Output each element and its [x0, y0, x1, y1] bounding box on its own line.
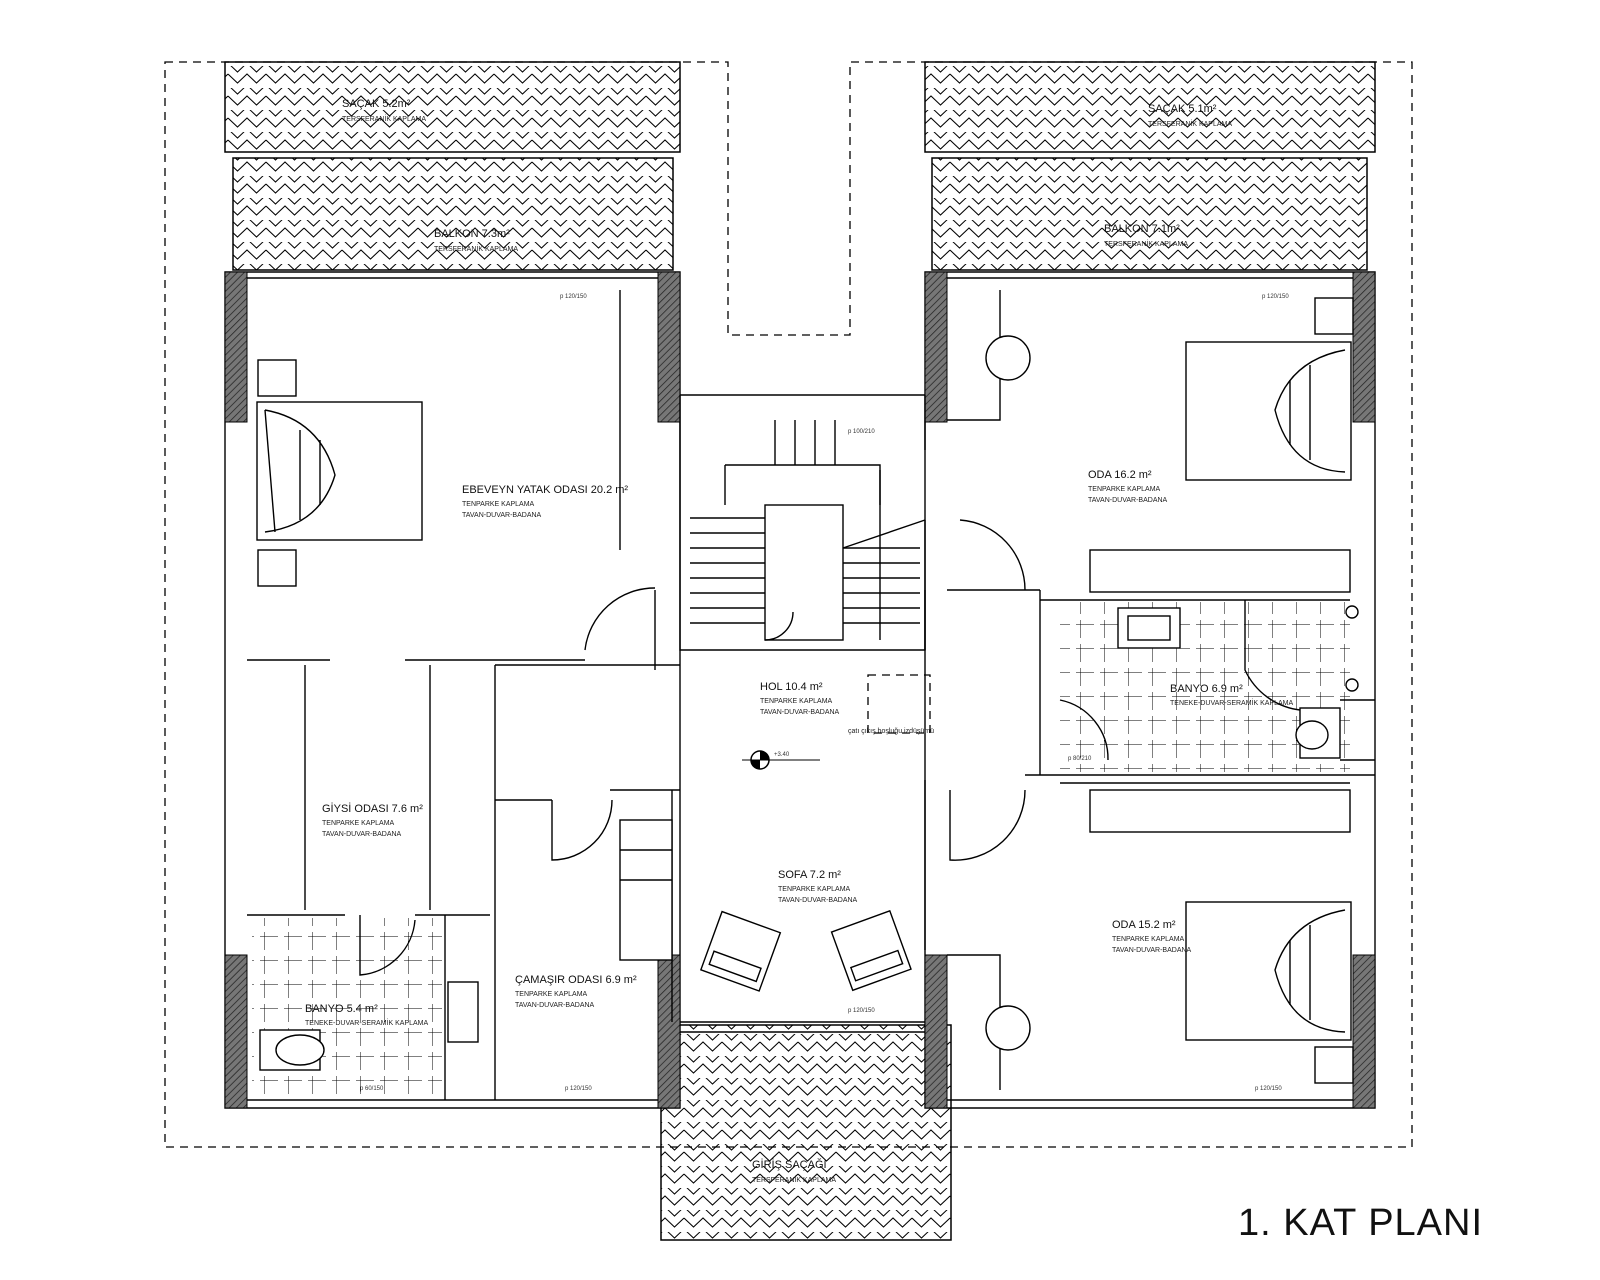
oda-bottom-name: ODA 15.2 m² [1112, 919, 1176, 931]
hol-finish: TENPARKE KAPLAMA [760, 698, 833, 705]
ebeveyn-finish: TENPARKE KAPLAMA [462, 501, 535, 508]
hatched-areas [224, 61, 1376, 1241]
oda-bottom-finish: TENPARKE KAPLAMA [1112, 936, 1185, 943]
oda-top-finish: TENPARKE KAPLAMA [1088, 486, 1161, 493]
roof-hatch-projection [867, 674, 931, 734]
sacak-right-name: SAÇAK 5.1m² [1148, 103, 1217, 115]
hol-name: HOL 10.4 m² [760, 681, 823, 693]
door-code: p 80/210 [1068, 756, 1092, 762]
sofa-name: SOFA 7.2 m² [778, 869, 841, 881]
door-codes: p 120/150 p 120/150 p 100/210 p 120/150 … [360, 294, 1289, 1092]
furniture [257, 297, 1354, 1084]
sacak-right-finish: TERSFERANİK KAPLAMA [1148, 119, 1232, 128]
sofa-wall: TAVAN-DUVAR-BADANA [778, 897, 858, 904]
oda-bottom-wall: TAVAN-DUVAR-BADANA [1112, 947, 1192, 954]
camasir-wall: TAVAN-DUVAR-BADANA [515, 1002, 595, 1009]
balkon-left-name: BALKON 7.3m² [434, 228, 510, 240]
door-code: p 120/150 [1262, 294, 1289, 300]
room-labels: SAÇAK 5.2m² TERSFERANİK KAPLAMA SAÇAK 5.… [305, 98, 1294, 1184]
oda-top-name: ODA 16.2 m² [1088, 469, 1152, 481]
banyo-right-name: BANYO 6.9 m² [1170, 683, 1243, 695]
level-label: +3.40 [774, 752, 790, 758]
bed-oda-bottom [1185, 901, 1352, 1041]
bed-ebeveyn [256, 401, 423, 541]
bathroom-right [1060, 602, 1359, 772]
sacak-left-name: SAÇAK 5.2m² [342, 98, 411, 110]
balkon-right-finish: TERSFERANİK KAPLAMA [1104, 239, 1188, 248]
camasir-finish: TENPARKE KAPLAMA [515, 991, 588, 998]
banyo-left-name: BANYO 5.4 m² [305, 1003, 378, 1015]
giris-name: GİRİŞ SAÇAĞI [752, 1158, 827, 1171]
level-marker: +3.40 [742, 750, 820, 770]
bathroom-left [252, 918, 479, 1096]
door-code: p 120/150 [1255, 1086, 1282, 1092]
cati-cikis-label: çatı çıkış boşluğu izdüşümü [848, 728, 934, 735]
oda-top-wall: TAVAN-DUVAR-BADANA [1088, 497, 1168, 504]
balkon-right-area [931, 157, 1368, 271]
giris-finish: TERSFERANİK KAPLAMA [752, 1175, 836, 1184]
camasir-name: ÇAMAŞIR ODASI 6.9 m² [515, 974, 637, 986]
ebeveyn-wall: TAVAN-DUVAR-BADANA [462, 512, 542, 519]
plan-title: 1. KAT PLANI [1238, 1202, 1483, 1244]
sofa-finish: TENPARKE KAPLAMA [778, 886, 851, 893]
exterior-walls [224, 271, 1376, 1109]
sacak-right-area [924, 61, 1376, 153]
giysi-wall: TAVAN-DUVAR-BADANA [322, 831, 402, 838]
balkon-right-name: BALKON 7.1m² [1104, 223, 1180, 235]
staircase [690, 420, 926, 641]
bed-oda-top [1185, 341, 1352, 481]
door-swings [359, 519, 1301, 976]
ebeveyn-name: EBEVEYN YATAK ODASI 20.2 m² [462, 484, 628, 496]
door-code: p 120/150 [565, 1086, 592, 1092]
door-code: p 100/210 [848, 429, 875, 435]
sacak-left-area [224, 61, 681, 153]
door-code: p 120/150 [848, 1008, 875, 1014]
banyo-left-finish: TENEKE-DUVAR-SERAMİK KAPLAMA [305, 1018, 429, 1027]
door-code: p 120/150 [560, 294, 587, 300]
giysi-name: GİYSİ ODASI 7.6 m² [322, 802, 423, 815]
giris-sacagi-area [660, 1024, 952, 1241]
banyo-right-finish: TENEKE-DUVAR-SERAMİK KAPLAMA [1170, 698, 1294, 707]
door-code: p 60/150 [360, 1086, 384, 1092]
sacak-left-finish: TERSFERANİK KAPLAMA [342, 114, 426, 123]
balkon-left-area [232, 157, 674, 271]
giysi-finish: TENPARKE KAPLAMA [322, 820, 395, 827]
hol-wall: TAVAN-DUVAR-BADANA [760, 709, 840, 716]
interior-walls [247, 290, 1375, 1100]
balkon-left-finish: TERSFERANİK KAPLAMA [434, 244, 518, 253]
